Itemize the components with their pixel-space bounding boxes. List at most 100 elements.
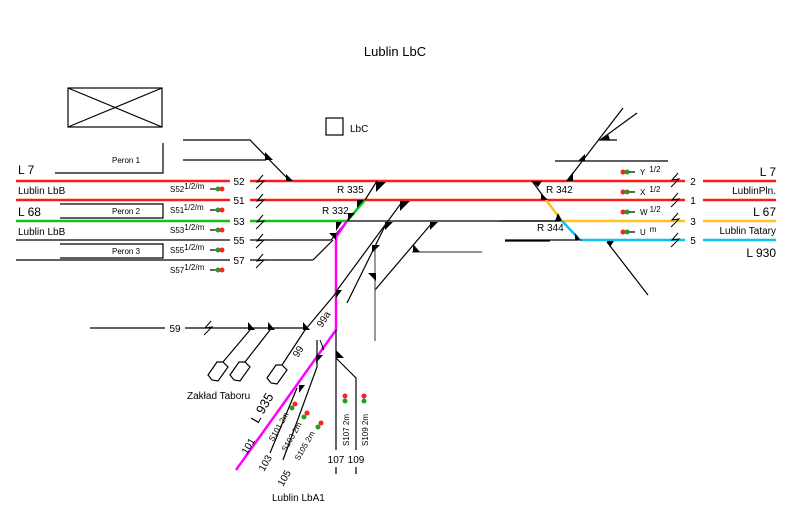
platform-3: Peron 3 — [60, 243, 164, 259]
diagonal-track-c — [374, 222, 433, 291]
svg-text:Y1/2: Y1/2 — [640, 165, 661, 177]
left-signal-s57: S571/2/m — [170, 263, 225, 275]
left-line-l7: L 7 — [18, 163, 35, 177]
signal-lamp-icon — [219, 227, 225, 233]
left-lublin-lbb-2: Lublin LbB — [18, 227, 66, 238]
svg-text:S511/2/m: S511/2/m — [170, 203, 204, 215]
left-signal-s51: S511/2/m — [170, 203, 225, 215]
siding-upper-left — [183, 139, 291, 182]
depot-building-icons — [207, 361, 288, 385]
right-line-l930: L 930 — [746, 246, 776, 260]
left-signal-s53: S531/2/m — [170, 223, 225, 235]
track-103 — [269, 387, 298, 454]
track-59-label: 59 — [169, 324, 181, 335]
depot-label: Zakład Taboru — [187, 391, 250, 402]
svg-text:S531/2/m: S531/2/m — [170, 223, 205, 235]
lightning-icon — [670, 172, 681, 188]
depot-track-1 — [222, 329, 251, 363]
branch-upper-right — [566, 107, 624, 182]
svg-text:W1/2: W1/2 — [640, 205, 661, 217]
signal-lamp-icon — [342, 393, 348, 399]
track-number-53: 53 — [233, 217, 245, 228]
signal-lamp-icon — [304, 410, 310, 416]
track-number-3: 3 — [690, 217, 696, 228]
signal-lamp-icon — [620, 209, 626, 215]
lightning-icon — [670, 232, 681, 248]
diagonal-track-a — [334, 201, 403, 294]
signal-lamp-icon — [215, 186, 221, 192]
signal-lamp-icon — [292, 401, 298, 407]
signal-lamp-icon — [219, 247, 225, 253]
signal-lamp-icon — [620, 169, 626, 175]
svg-text:X1/2: X1/2 — [640, 185, 661, 197]
signal-lamp-icon — [215, 207, 221, 213]
signal-lamp-icon — [215, 267, 221, 273]
switch-markers — [248, 134, 614, 393]
lightning-icon — [670, 212, 681, 228]
right-line-l67: L 67 — [753, 205, 776, 219]
track-number-57: 57 — [233, 256, 245, 267]
depot-track-2 — [244, 329, 271, 363]
right-lublin-tatary: Lublin Tatary — [719, 226, 776, 237]
signal-lamp-icon — [318, 420, 324, 426]
signal-lamp-icon — [342, 398, 348, 404]
lbc-label: LbC — [350, 124, 368, 135]
track-101-label: 101 — [240, 436, 258, 456]
left-lublin-lbb-1: Lublin LbB — [18, 186, 66, 197]
track-109-label: 109 — [348, 455, 365, 466]
signal-lamp-icon — [361, 393, 367, 399]
route-magenta — [234, 220, 349, 471]
track-number-51: 51 — [233, 196, 245, 207]
bottom-station-label: Lublin LbA1 — [272, 493, 325, 504]
depot-building-icon — [229, 361, 251, 382]
platform-2: Peron 2 — [60, 203, 164, 219]
lightning-icon — [255, 174, 266, 190]
signal-lamp-icon — [624, 209, 630, 215]
signal-lamp-icon — [315, 424, 321, 430]
track-103-label: 103 — [257, 453, 275, 473]
platform-2-label: Peron 2 — [112, 207, 141, 216]
switch-r344-label: R 344 — [537, 223, 564, 234]
track-53 — [16, 199, 685, 223]
track-99a-label: 99a — [315, 309, 333, 329]
lightning-icon — [670, 192, 681, 208]
track-105 — [282, 340, 318, 461]
depot-track-3 — [281, 329, 306, 366]
svg-text:S521/2/m: S521/2/m — [170, 182, 205, 194]
depot-building-icon — [207, 361, 229, 382]
signal-s107-label: S107 2m — [342, 414, 351, 446]
signal-lamp-icon — [215, 247, 221, 253]
left-signal-s52: S521/2/m — [170, 182, 225, 194]
signal-lamp-icon — [361, 398, 367, 404]
signal-lamp-icon — [289, 405, 295, 411]
track-number-2: 2 — [690, 177, 696, 188]
track-number-52: 52 — [233, 177, 245, 188]
track-number-1: 1 — [690, 196, 696, 207]
svg-text:S551/2/m: S551/2/m — [170, 243, 205, 255]
signal-lamp-icon — [620, 229, 626, 235]
switch-r342-label: R 342 — [546, 185, 573, 196]
track-109 — [335, 357, 357, 450]
right-line-l7: L 7 — [760, 165, 777, 179]
track-105-label: 105 — [276, 468, 294, 488]
track-number-55: 55 — [233, 236, 245, 247]
platform-1: Peron 1 — [55, 143, 164, 174]
signal-lamp-icon — [301, 414, 307, 420]
platform-3-label: Peron 3 — [112, 247, 141, 256]
signal-lamp-icon — [620, 189, 626, 195]
left-line-l68: L 68 — [18, 205, 41, 219]
lightning-icon — [255, 233, 266, 249]
depot-building-icon — [266, 364, 288, 385]
branch-lower-right — [606, 241, 649, 296]
signal-s109-label: S109 2m — [361, 414, 370, 446]
lightning-icon — [255, 214, 266, 230]
track-99-label: 99 — [291, 344, 306, 360]
left-signal-s55: S551/2/m — [170, 243, 225, 255]
lightning-icon — [255, 193, 266, 209]
crossed-box-symbol — [67, 87, 163, 128]
